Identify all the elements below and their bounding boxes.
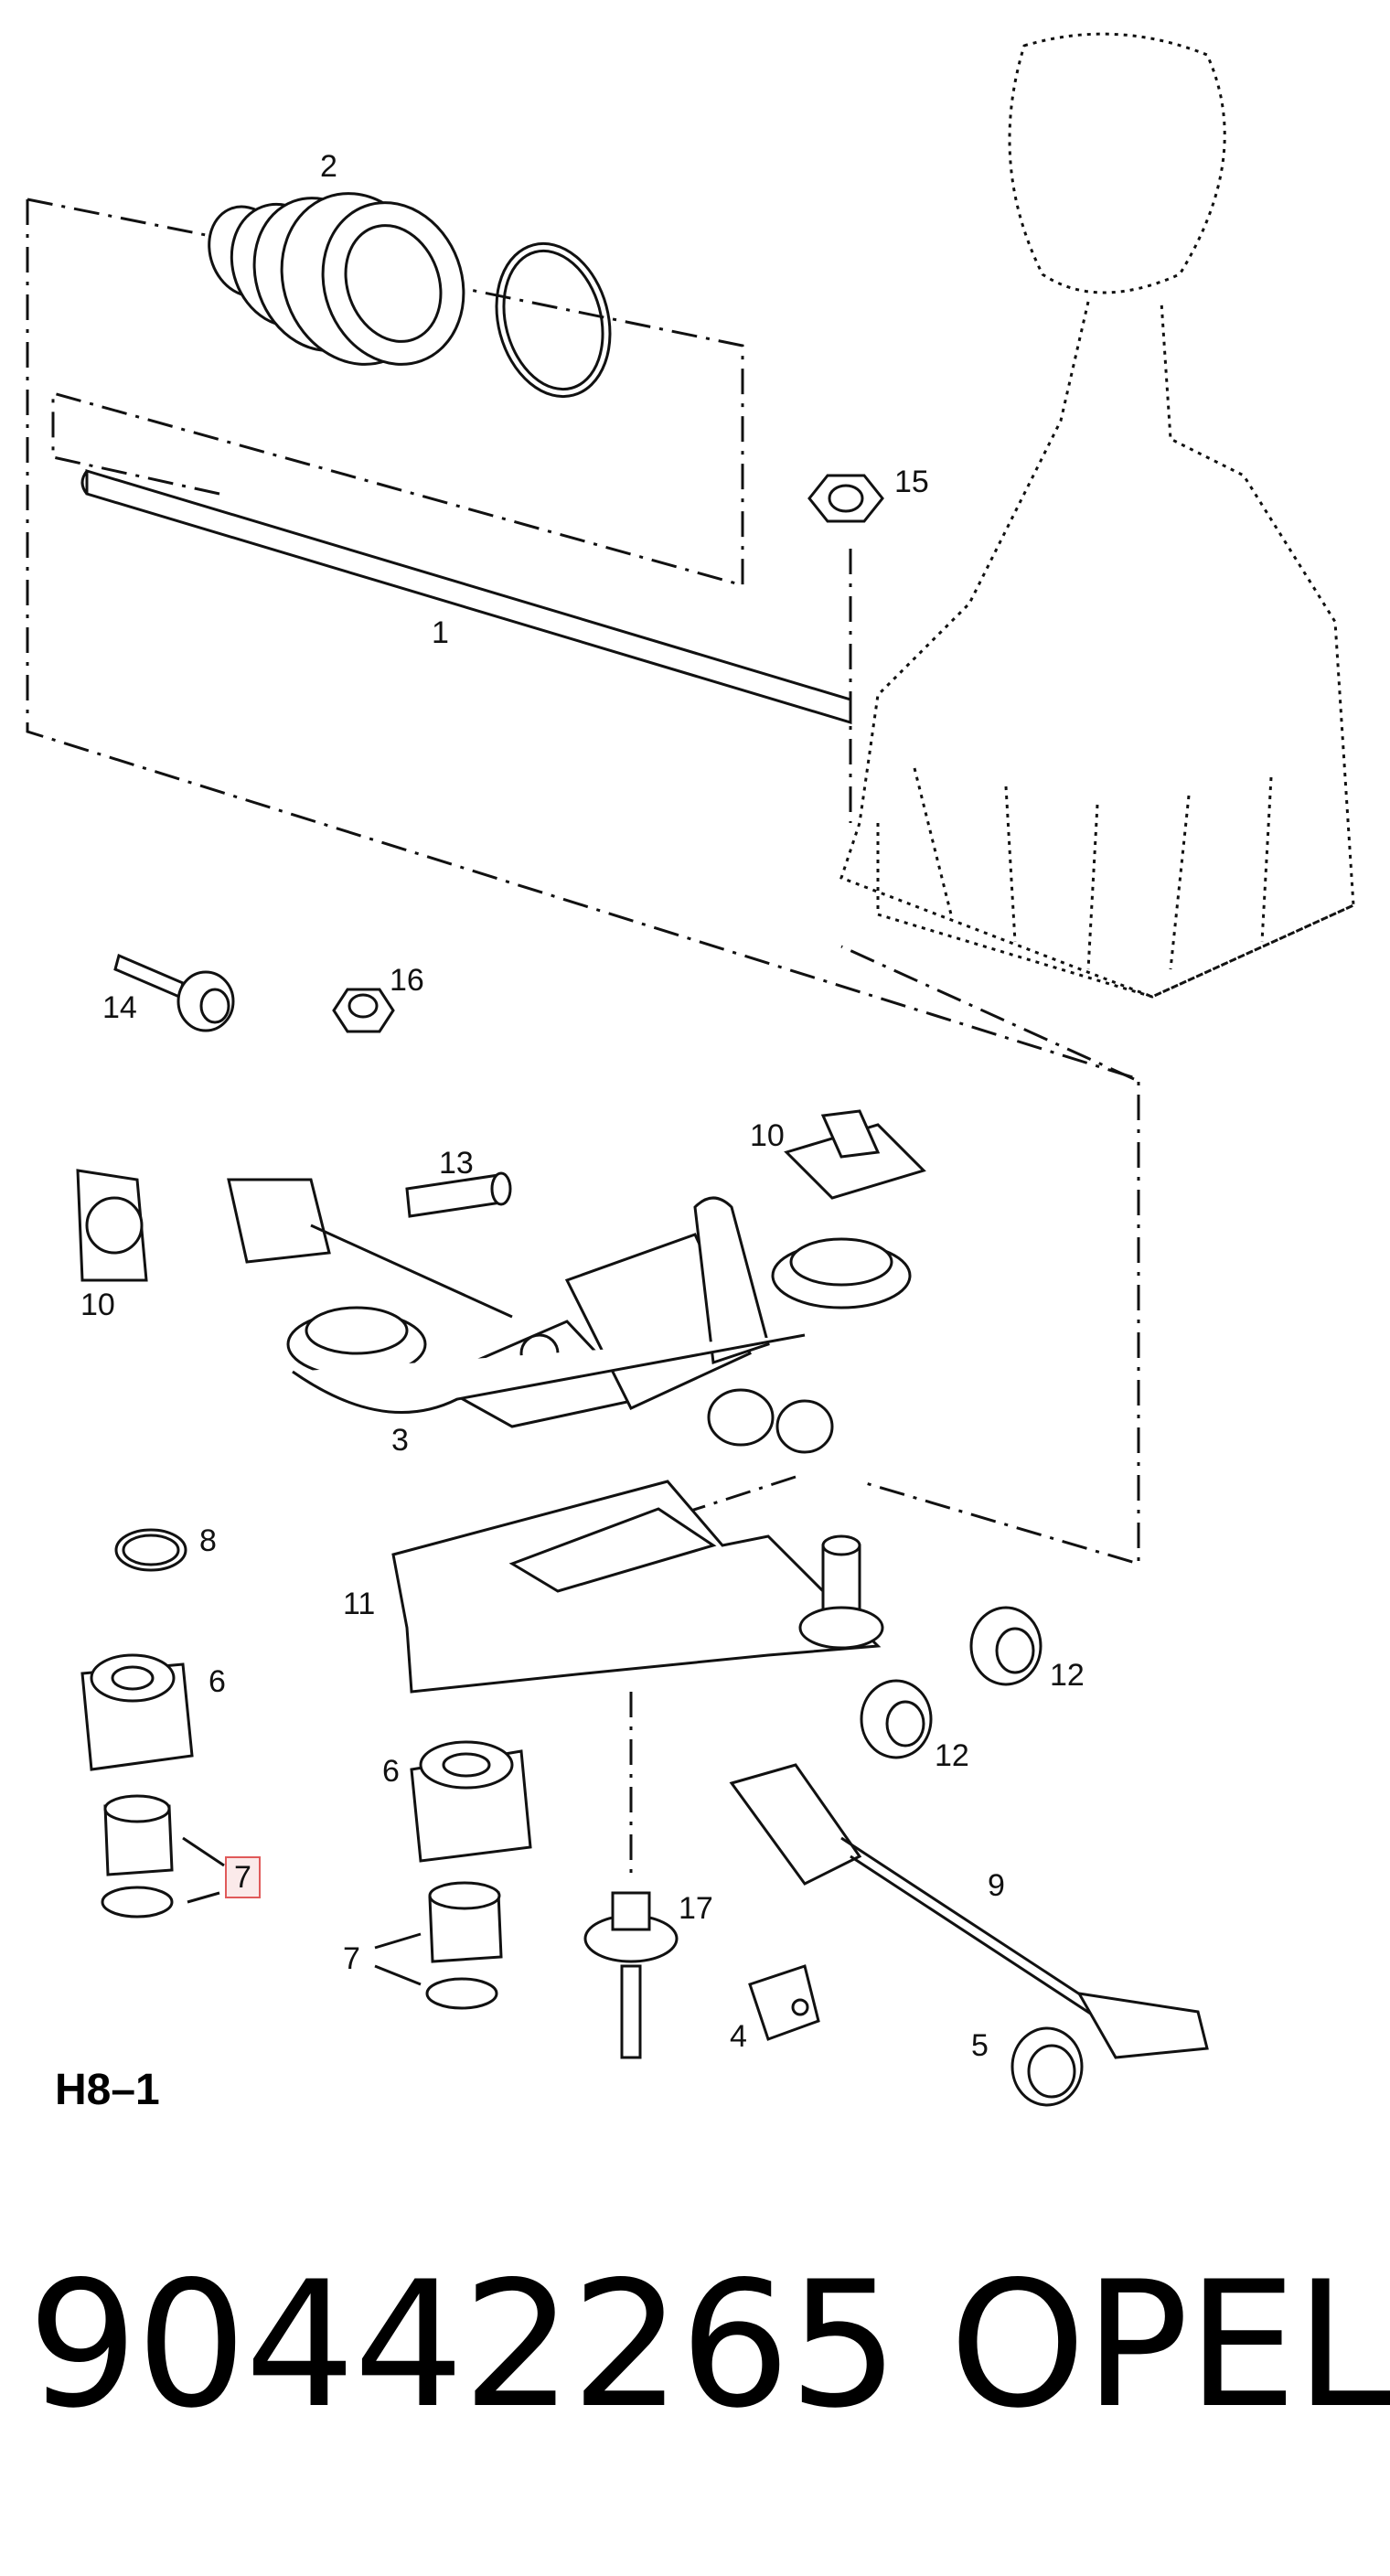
callout-9: 9 [988,1868,1005,1903]
cap-part [1010,2026,1084,2107]
callout-12-lower: 12 [935,1738,969,1773]
assembly-frame-line [51,282,744,587]
circlip-part [114,1528,187,1572]
shift-boot-part [208,192,465,366]
part-number: 90442265 [27,2244,899,2446]
callout-13: 13 [439,1146,474,1181]
bracket-part [391,1480,884,1694]
callout-3: 3 [391,1423,409,1458]
assembly-frame-line [26,199,1140,1566]
callout-7-highlighted: 7 [225,1856,261,1898]
leader-line [182,1836,225,1904]
mount-part [583,1891,679,2059]
assembly-frame-line [27,198,211,238]
shift-rod-part [80,468,852,725]
clip-part [76,1169,148,1282]
sleeve-part [101,1794,174,1919]
callout-10-left: 10 [80,1288,115,1322]
nut-part [807,474,884,523]
callout-14: 14 [102,990,137,1025]
sleeve-part [425,1881,503,2010]
sheet-code: H8–1 [55,2066,160,2114]
assembly-frame-line [840,945,1135,1081]
callout-5: 5 [971,2028,989,2063]
pin-part [405,1171,512,1218]
callout-2: 2 [320,149,337,184]
callout-6-right: 6 [382,1754,400,1789]
screw-part [113,953,235,1032]
callout-8: 8 [199,1523,217,1558]
callout-4: 4 [730,2019,747,2054]
clip-part [784,1109,926,1200]
callout-7: 7 [343,1941,360,1976]
callout-17: 17 [679,1891,713,1926]
ring-seal-part [495,241,612,399]
clamp-part [748,1964,820,2041]
callout-16: 16 [390,963,424,998]
nut-part [969,1606,1042,1686]
bush-part [410,1740,532,1863]
callout-11: 11 [343,1587,376,1621]
link-rod-part [729,1763,1209,2059]
nut-part [860,1679,933,1759]
callout-1: 1 [432,615,449,650]
leader-line [374,1932,422,1986]
bush-part [80,1653,194,1771]
callout-15: 15 [894,465,929,499]
callout-12-upper: 12 [1050,1658,1085,1693]
ring-seal-part [502,249,604,391]
callout-10-right: 10 [750,1118,785,1153]
gear-lever-housing [839,32,1355,999]
nut-part [332,988,395,1033]
shift-mechanism-part [227,1178,912,1454]
brand-name: OPEL [949,2244,1390,2446]
callout-6-left: 6 [208,1664,226,1699]
